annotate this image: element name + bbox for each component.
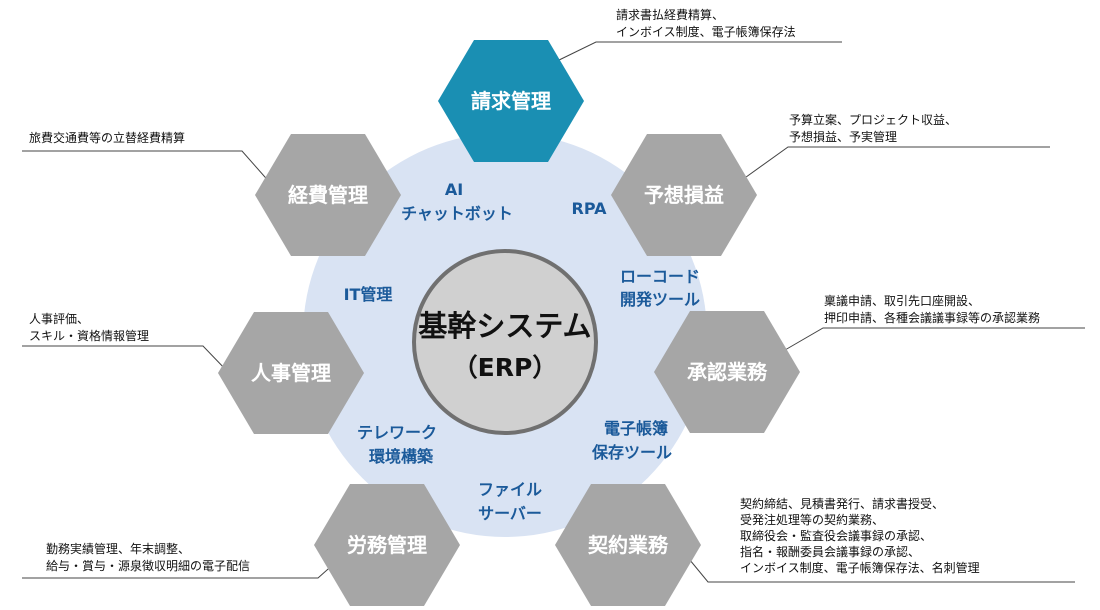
tool-ai-chatbot-line1: AI [445, 180, 463, 199]
tool-ebook-storage-line2: 保存ツール [591, 443, 672, 462]
hexagon-approval [654, 311, 800, 433]
hexagon-contract [555, 484, 701, 606]
tool-telework-line1: テレワーク [357, 423, 437, 442]
hex-forecast-label: 予想損益 [644, 183, 724, 207]
leader-line-billing [554, 41, 842, 63]
hex-labor-label: 労務管理 [347, 533, 427, 557]
hexagon-labor [314, 484, 460, 606]
center-node: 基幹システム （ERP） [412, 249, 598, 435]
desc-contract-line5: インボイス制度、電子帳簿保存法、名刺管理 [740, 560, 980, 575]
leader-line-forecast [734, 146, 1050, 186]
tool-telework-line2: 環境構築 [369, 447, 434, 466]
hexagon-expense [255, 134, 401, 256]
hex-billing: 請求管理 [438, 40, 584, 162]
desc-hr-line2: スキル・資格情報管理 [29, 328, 149, 343]
hex-approval-label: 承認業務 [687, 360, 768, 384]
tool-rpa: RPA [572, 199, 608, 218]
tool-lowcode-line1: ローコード [620, 267, 700, 286]
desc-billing-line2: インボイス制度、電子帳簿保存法 [616, 24, 796, 39]
tool-ebook-storage-line1: 電子帳簿 [604, 419, 668, 438]
hex-billing-label: 請求管理 [471, 89, 551, 113]
desc-labor-line1: 勤務実績管理、年末調整、 [46, 541, 190, 556]
desc-contract-line4: 指名・報酬委員会議事録の承認、 [740, 544, 920, 559]
center-title: 基幹システム [418, 309, 591, 343]
tool-ai-chatbot-line2: チャットボット [401, 204, 513, 223]
hex-contract-label: 契約業務 [587, 533, 669, 557]
center-circle [412, 249, 598, 435]
module-descriptions: 請求書払経費精算、 インボイス制度、電子帳簿保存法 予算立案、プロジェクト収益、… [29, 7, 1040, 575]
desc-contract-line2: 受発注処理等の契約業務、 [740, 512, 884, 527]
hexagon-forecast [611, 134, 757, 256]
leader-line-expense [22, 150, 273, 186]
desc-expense-line1: 旅費交通費等の立替経費精算 [29, 130, 185, 145]
hex-expense-label: 経費管理 [288, 183, 368, 207]
hex-contract: 契約業務 [555, 484, 701, 606]
leader-line-hr [22, 345, 229, 373]
desc-hr-line1: 人事評価、 [29, 311, 89, 326]
hex-hr: 人事管理 [218, 312, 364, 434]
leader-line-approval [784, 327, 1085, 351]
tool-labels: AI チャットボット RPA ローコード 開発ツール 電子帳簿 保存ツール ファ… [344, 180, 700, 523]
desc-approval-line2: 押印申請、各種会議議事録等の承認業務 [824, 310, 1040, 325]
desc-forecast-line1: 予算立案、プロジェクト収益、 [789, 112, 957, 127]
desc-contract-line1: 契約締結、見積書発行、請求書授受、 [740, 496, 944, 511]
desc-approval-line1: 稟議申請、取引先口座開設、 [824, 293, 980, 308]
desc-forecast-line2: 予想損益、予実管理 [789, 129, 897, 144]
tool-file-server-line1: ファイル [478, 480, 542, 499]
desc-billing-line1: 請求書払経費精算、 [616, 7, 724, 22]
hexagon-billing [438, 40, 584, 162]
center-subtitle: （ERP） [453, 353, 558, 382]
desc-contract-line3: 取締役会・監査役会議事録の承認、 [740, 528, 932, 543]
tool-lowcode-line2: 開発ツール [620, 290, 700, 309]
desc-labor-line2: 給与・賞与・源泉徴収明細の電子配信 [46, 559, 250, 573]
tool-it-management: IT管理 [344, 285, 393, 304]
hex-approval: 承認業務 [654, 311, 800, 433]
hex-expense: 経費管理 [255, 134, 401, 256]
tool-file-server-line2: サーバー [478, 504, 542, 523]
hex-forecast: 予想損益 [611, 134, 757, 256]
module-hexagons: 請求管理 予想損益 承認業務 契約業務 労務管理 人事管理 経費管理 [218, 40, 800, 606]
hex-labor: 労務管理 [314, 484, 460, 606]
hex-hr-label: 人事管理 [251, 361, 331, 385]
hexagon-hr [218, 312, 364, 434]
